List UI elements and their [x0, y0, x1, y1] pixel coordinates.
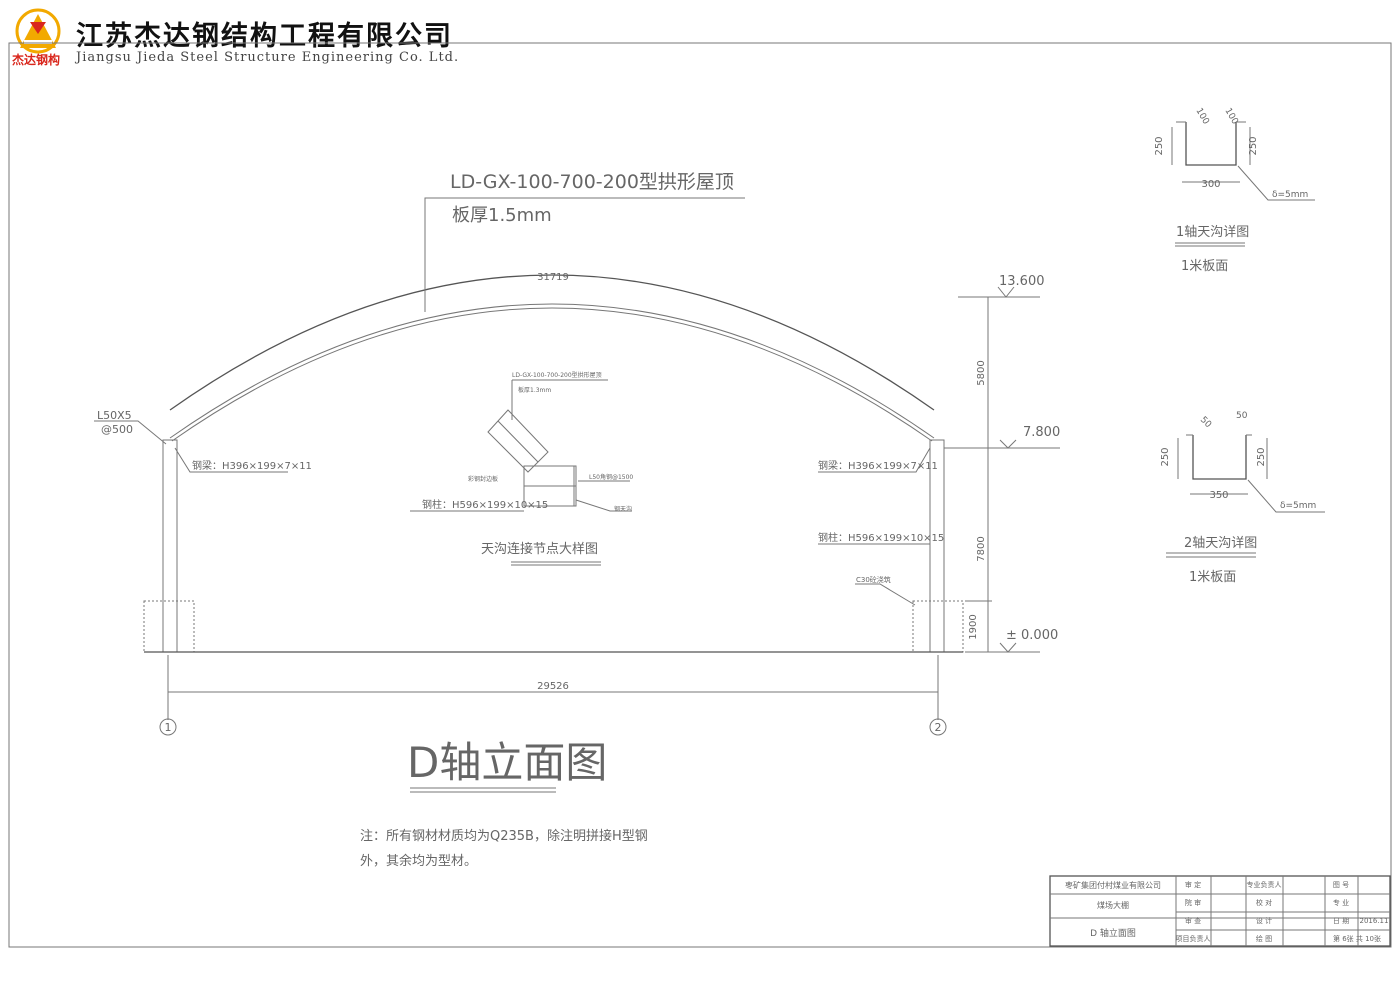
g1-height-left: 250 — [1154, 136, 1165, 155]
dim-1900: 1900 — [968, 614, 979, 639]
sheet-border — [8, 42, 1392, 948]
note-line-1: 注：所有钢材材质均为Q235B，除注明拼接H型钢 — [360, 828, 648, 844]
arch-inner — [169, 303, 935, 439]
tb-row-label: 审 查 — [1185, 916, 1201, 925]
g1-width: 300 — [1201, 179, 1220, 190]
tb-row-label: 审 定 — [1185, 880, 1201, 889]
g2-width: 350 — [1209, 490, 1228, 501]
detail-column: 钢柱：H596×199×10×15 — [422, 498, 548, 511]
g2-height-right: 250 — [1256, 447, 1267, 466]
main-title: D轴立面图 — [407, 738, 607, 787]
note-line-2: 外，其余均为型材。 — [360, 853, 477, 869]
tb-drawing: D 轴立面图 — [1090, 927, 1136, 939]
right-footing — [912, 600, 964, 653]
tb-right-label: 日 期 — [1333, 917, 1349, 925]
tb-date: 2016.11 — [1360, 917, 1389, 925]
axis-1-label: 1 — [165, 721, 172, 734]
tb-row-label: 院 审 — [1185, 898, 1201, 907]
detail-angle: L50角钢@1500 — [589, 473, 633, 481]
left-footing — [143, 600, 195, 653]
g2-height-left: 250 — [1160, 447, 1171, 466]
company-name-en: Jiangsu Jieda Steel Structure Engineerin… — [76, 50, 460, 65]
logo-small-text: 杰达钢构 — [12, 53, 61, 67]
g1-height-right: 250 — [1248, 136, 1259, 155]
g1-top-right: 100 — [1222, 107, 1239, 127]
tb-mid-label: 绘 图 — [1256, 934, 1272, 943]
roof-thickness: 板厚1.5mm — [452, 205, 552, 226]
tb-right-label: 专 业 — [1333, 898, 1349, 907]
g2-subtitle: 1米板面 — [1189, 570, 1236, 585]
tb-mid-label: 校 对 — [1256, 898, 1272, 907]
tb-right-label: 图 号 — [1333, 881, 1349, 889]
left-brace-size: L50X5 — [97, 409, 132, 422]
elevation-mid: 7.800 — [1023, 425, 1060, 440]
g2-top-left: 50 — [1198, 415, 1213, 430]
detail-thickness: 板厚1.3mm — [518, 386, 551, 394]
detail-gutter-note: 彩钢封边板 — [468, 475, 498, 483]
right-beam-label: 钢梁：H396×199×7×11 — [818, 459, 938, 472]
tb-sheet-count: 第 6张 共 10张 — [1333, 934, 1381, 943]
right-column-label: 钢柱：H596×199×10×15 — [818, 531, 944, 544]
tb-mid-label: 专业负责人 — [1247, 880, 1282, 889]
elevation-zero: ± 0.000 — [1006, 628, 1058, 643]
arch-inner-2 — [171, 307, 933, 442]
dim-5800: 5800 — [976, 360, 987, 385]
tb-client: 枣矿集团付村煤业有限公司 — [1065, 880, 1161, 890]
tb-mid-label: 设 计 — [1256, 916, 1272, 925]
g2-title: 2轴天沟详图 — [1184, 536, 1257, 551]
detail-roof-label: LD-GX-100-700-200型拱形屋顶 — [512, 371, 602, 379]
elevation-top: 13.600 — [999, 274, 1045, 289]
company-logo-icon — [15, 8, 61, 54]
g1-thickness: δ=5mm — [1272, 190, 1308, 200]
axis-1-bubble — [159, 718, 177, 736]
g1-subtitle: 1米板面 — [1181, 259, 1228, 274]
left-beam-label: 钢梁：H396×199×7×11 — [192, 459, 312, 472]
g1-top-left: 100 — [1193, 107, 1210, 127]
concrete-label: C30砼浇筑 — [856, 575, 891, 584]
left-column — [162, 439, 178, 653]
g1-title: 1轴天沟详图 — [1176, 225, 1249, 240]
detail-gutter: 钢天沟 — [614, 505, 632, 513]
dim-7800: 7800 — [976, 536, 987, 561]
detail-title: 天沟连接节点大样图 — [481, 541, 598, 557]
span-label: 29526 — [537, 681, 569, 692]
g2-thickness: δ=5mm — [1280, 501, 1316, 511]
title-block: 枣矿集团付村煤业有限公司 煤场大棚 D 轴立面图 审 定 院 审 审 查 项目负… — [1049, 875, 1391, 947]
arch-outer — [169, 274, 935, 411]
roof-label: LD-GX-100-700-200型拱形屋顶 — [450, 171, 734, 193]
company-name-cn: 江苏杰达钢结构工程有限公司 — [76, 21, 453, 52]
left-brace-spacing: @500 — [101, 423, 133, 436]
tb-row-label: 项目负责人 — [1176, 934, 1211, 943]
axis-2-bubble — [929, 718, 947, 736]
arc-length-label: 31719 — [537, 272, 569, 283]
tb-project: 煤场大棚 — [1097, 900, 1129, 910]
axis-2-label: 2 — [935, 721, 942, 734]
g2-top-right: 50 — [1236, 411, 1248, 421]
